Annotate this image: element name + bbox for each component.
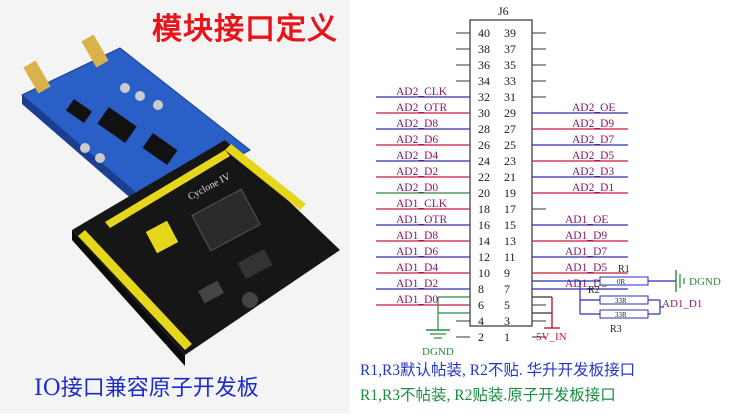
pin-number-20: 20 <box>478 186 490 200</box>
pin-number-5: 5 <box>504 298 510 312</box>
signal-label-ad2-d0: AD2_D0 <box>396 182 438 194</box>
pin-number-40: 40 <box>478 26 490 40</box>
pin-number-32: 32 <box>478 90 490 104</box>
pin-number-27: 27 <box>504 122 516 136</box>
signal-label-ad1-d2: AD1_D2 <box>396 278 438 290</box>
signal-label-ad1-otr: AD1_OTR <box>396 214 447 226</box>
signal-label-ad1-d5: AD1_D5 <box>565 262 607 274</box>
pin-number-2: 2 <box>478 330 484 344</box>
pin-number-18: 18 <box>478 202 490 216</box>
signal-label-ad1-clk: AD1_CLK <box>396 198 448 210</box>
pin-number-31: 31 <box>504 90 516 104</box>
ground-icon-right <box>675 270 685 292</box>
header-pins-icon <box>78 144 306 350</box>
pin-number-6: 6 <box>478 298 484 312</box>
signal-label-ad2-d8: AD2_D8 <box>396 118 438 130</box>
pin-number-22: 22 <box>478 170 490 184</box>
pin-number-34: 34 <box>478 74 490 88</box>
resistor-r2-value: 33R <box>615 297 627 305</box>
signal-label-ad1-d7: AD1_D7 <box>565 246 607 258</box>
pin-number-23: 23 <box>504 154 516 168</box>
signal-label-ad2-d6: AD2_D6 <box>396 134 438 146</box>
pin-number-13: 13 <box>504 234 516 248</box>
signal-label-ad2-d2: AD2_D2 <box>396 166 438 178</box>
dgnd-label-left: DGND <box>422 346 454 358</box>
pin-number-10: 10 <box>478 266 490 280</box>
signal-label-ad2-d7: AD2_D7 <box>572 134 614 146</box>
pin-number-14: 14 <box>478 234 490 248</box>
connector-ref: J6 <box>498 4 509 18</box>
pin-number-36: 36 <box>478 58 490 72</box>
signal-label-ad1-d8: AD1_D8 <box>396 230 438 242</box>
pin-number-3: 3 <box>504 314 510 328</box>
signal-label-ad2-otr: AD2_OTR <box>396 102 447 114</box>
signal-label-ad2-d3: AD2_D3 <box>572 166 614 178</box>
photo-caption: IO接口兼容原子开发板 <box>34 376 259 401</box>
vin-label: 5V_IN <box>536 331 567 343</box>
resistor-r2-ref: R2 <box>588 285 600 296</box>
signal-label-ad1-d0: AD1_D0 <box>396 294 438 306</box>
pin-number-28: 28 <box>478 122 490 136</box>
resistor-r3-ref: R3 <box>610 324 622 335</box>
signal-label-ad2-d9: AD2_D9 <box>572 118 614 130</box>
ad1-d1-label: AD1_D1 <box>662 298 702 310</box>
connector-body <box>469 19 533 327</box>
right-signals: AD2_OE AD2_D9AD2_D7AD2_D5AD2_D3AD2_D1AD1_… <box>532 102 628 290</box>
pin-number-26: 26 <box>478 138 490 152</box>
pin-number-35: 35 <box>504 58 516 72</box>
signal-label-ad2-clk: AD2_CLK <box>396 86 448 98</box>
power-section: DGND 5V_IN R1 0R DGND R2 33R 33R R3 <box>422 264 721 358</box>
pin-number-11: 11 <box>504 250 516 264</box>
sma-connector-icon <box>23 34 109 94</box>
pin-number-24: 24 <box>478 154 490 168</box>
signal-label-ad1-oe: AD1_OE <box>565 214 608 226</box>
pin-number-1: 1 <box>504 330 510 344</box>
left-signals: AD2_CLK AD2_OTR AD2_D8AD2_D6AD2_D4AD2_D2AD… <box>376 86 470 306</box>
pin-number-38: 38 <box>478 42 490 56</box>
signal-label-ad1-d9: AD1_D9 <box>565 230 607 242</box>
resistor-r1-ref: R1 <box>618 264 630 275</box>
fpga-dev-board: Cyclone IV <box>72 140 340 366</box>
pin-number-12: 12 <box>478 250 490 264</box>
board-photo-illustration: Cyclone IV <box>21 34 340 366</box>
ground-icon <box>426 329 450 339</box>
pin-numbers-left: 40 38 36 34 32 30 28 26 24 22 20 18 16 14 12 10 8 6 4 2 <box>478 26 490 344</box>
pin-number-17: 17 <box>504 202 516 216</box>
signal-label-ad2-d5: AD2_D5 <box>572 150 614 162</box>
pin-number-8: 8 <box>478 282 484 296</box>
signal-label-ad1-d4: AD1_D4 <box>396 262 438 274</box>
pin-number-37: 37 <box>504 42 516 56</box>
pin-number-29: 29 <box>504 106 516 120</box>
dgnd-label-right: DGND <box>689 276 721 288</box>
signal-label-ad2-oe: AD2_OE <box>572 102 615 114</box>
pin-number-33: 33 <box>504 74 516 88</box>
note-default-mount: R1,R3默认帖装, R2不贴. 华升开发板接口 <box>360 362 636 379</box>
board-photo: Cyclone IV <box>0 0 350 414</box>
resistor-r1-value: 0R <box>617 278 626 286</box>
pin-number-21: 21 <box>504 170 516 184</box>
note-atom-mount: R1,R3不帖装, R2贴装.原子开发板接口 <box>360 387 616 404</box>
pin-number-16: 16 <box>478 218 490 232</box>
signal-label-ad2-d4: AD2_D4 <box>396 150 438 162</box>
signal-label-ad2-d1: AD2_D1 <box>572 182 614 194</box>
pin-number-15: 15 <box>504 218 516 232</box>
pin-number-39: 39 <box>504 26 516 40</box>
pin-number-9: 9 <box>504 266 510 280</box>
pin-number-30: 30 <box>478 106 490 120</box>
signal-label-ad1-d6: AD1_D6 <box>396 246 438 258</box>
page-title: 模块接口定义 <box>152 12 338 47</box>
pin-number-19: 19 <box>504 186 516 200</box>
resistor-r3-value: 33R <box>615 311 627 319</box>
pin-number-7: 7 <box>504 282 510 296</box>
pin-number-25: 25 <box>504 138 516 152</box>
pin-number-4: 4 <box>478 314 484 328</box>
